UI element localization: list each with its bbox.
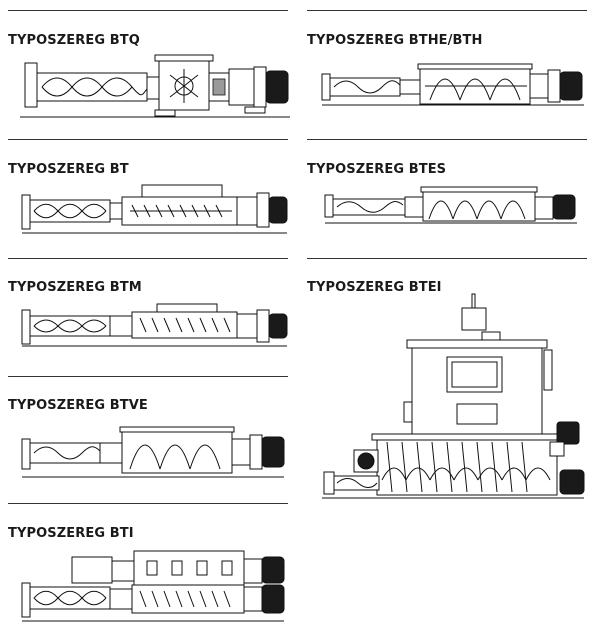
title-bti: TYPOSZEREG BTI: [8, 526, 134, 541]
pump-drawing-btve: [21, 425, 292, 485]
divider-right-2: [307, 139, 587, 140]
divider-left-5: [8, 503, 288, 504]
divider-left-1: [8, 10, 288, 11]
pump-drawing-bthe-bth: [321, 60, 592, 110]
divider-left-3: [8, 258, 288, 259]
divider-left-4: [8, 376, 288, 377]
divider-right-3: [307, 258, 587, 259]
pump-drawing-btes: [324, 185, 590, 230]
pump-drawing-btm: [21, 302, 292, 352]
divider-left-2: [8, 139, 288, 140]
pump-drawing-bt: [21, 183, 292, 243]
divider-right-1: [307, 10, 587, 11]
title-btei: TYPOSZEREG BTEI: [307, 280, 442, 295]
title-btq: TYPOSZEREG BTQ: [8, 33, 140, 48]
title-btes: TYPOSZEREG BTES: [307, 162, 447, 177]
title-bthe-bth: TYPOSZEREG BTHE/BTH: [307, 33, 483, 48]
pump-drawing-bti: [21, 547, 292, 627]
pump-drawing-btei: [322, 292, 592, 507]
title-btve: TYPOSZEREG BTVE: [8, 398, 148, 413]
title-btm: TYPOSZEREG BTM: [8, 280, 142, 295]
pump-drawing-btq: [20, 54, 295, 125]
title-bt: TYPOSZEREG BT: [8, 162, 129, 177]
